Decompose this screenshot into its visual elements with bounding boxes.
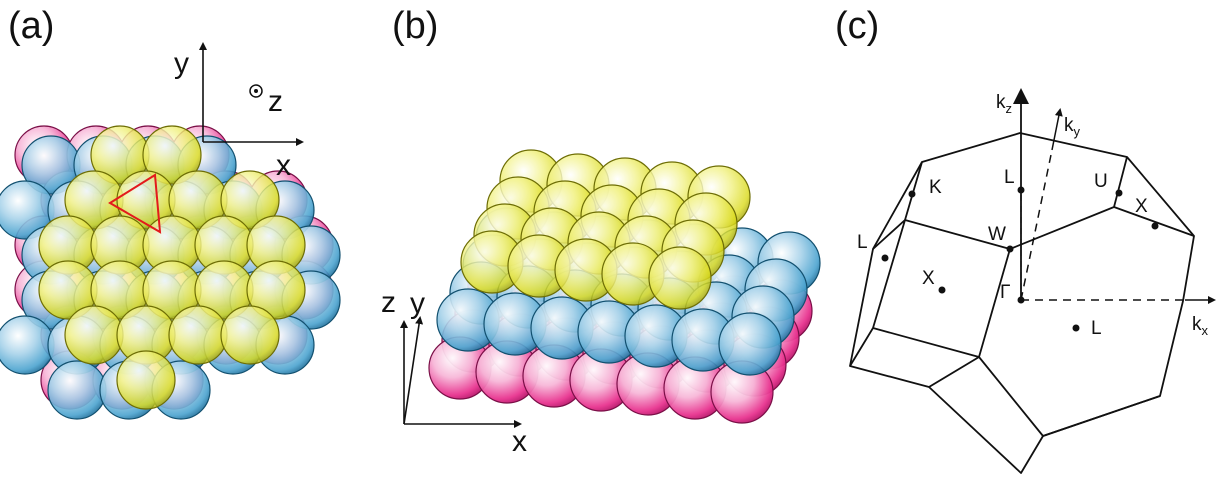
point-X-right	[1151, 222, 1159, 230]
axis-z-label-b: z	[381, 286, 396, 319]
bz-front-edges	[849, 206, 1195, 437]
axis-y-label: y	[174, 47, 189, 80]
kz-label: kz	[996, 92, 1012, 116]
point-L-left	[881, 254, 889, 262]
sphere-layer-c	[648, 246, 712, 310]
axis-x-label: x	[276, 149, 291, 182]
ky-arrow	[1051, 108, 1063, 151]
label-W: W	[988, 224, 1006, 245]
sphere-layer-b	[718, 312, 782, 376]
label-K: K	[929, 177, 942, 198]
sphere-layer-b	[0, 315, 55, 375]
label-L-left: L	[857, 232, 868, 253]
label-U: U	[1094, 171, 1108, 192]
sphere-layer-c	[246, 260, 306, 320]
bz-axes: kz ky kx	[996, 88, 1216, 338]
point-W	[1006, 245, 1014, 253]
axis-y-label-b: y	[410, 287, 425, 320]
panel-b-axes: z y x	[381, 286, 527, 458]
panel-a: (a) y x z	[0, 5, 341, 420]
panel-c: (c) kz ky kx	[835, 5, 1216, 474]
panel-a-axes: y x z	[174, 42, 304, 182]
point-L-top	[1017, 186, 1025, 194]
point-L-bottom	[1072, 324, 1080, 332]
unit-triangle	[108, 173, 162, 234]
axis-z-label: z	[268, 85, 283, 118]
sphere-layer-c	[220, 170, 280, 230]
label-L-bottom: L	[1091, 318, 1102, 339]
point-K	[908, 190, 916, 198]
panel-a-label: (a)	[8, 5, 54, 47]
panel-b: (b) z y x	[381, 5, 821, 458]
point-U	[1115, 189, 1123, 197]
sphere-layer-c	[116, 350, 176, 410]
panel-a-sphere-stack	[0, 125, 341, 420]
axis-x-label-b: x	[512, 425, 527, 458]
bz-points	[881, 186, 1159, 332]
label-Gamma: Γ	[1000, 282, 1010, 303]
panel-c-label: (c)	[835, 5, 879, 47]
axis-y-arrow-b	[403, 316, 424, 425]
label-L-top: L	[1004, 167, 1015, 188]
sphere-layer-c	[142, 125, 202, 185]
sphere-layer-c	[220, 305, 280, 365]
bz-point-labels: K L U X L W X Γ L	[857, 167, 1148, 339]
label-X-right: X	[1135, 196, 1148, 217]
label-X-left: X	[922, 268, 935, 289]
ky-label: ky	[1064, 115, 1081, 139]
kx-label: kx	[1192, 314, 1209, 338]
point-Gamma	[1017, 296, 1025, 304]
sphere-layer-b	[47, 360, 107, 420]
panel-b-sphere-stack	[428, 149, 821, 424]
sphere-layer-c	[168, 305, 228, 365]
ky-dashed	[1020, 149, 1053, 301]
panel-b-label: (b)	[392, 5, 438, 47]
point-X-left	[938, 286, 946, 294]
out-of-plane-z-dot	[254, 89, 258, 93]
sphere-layer-c	[64, 305, 124, 365]
